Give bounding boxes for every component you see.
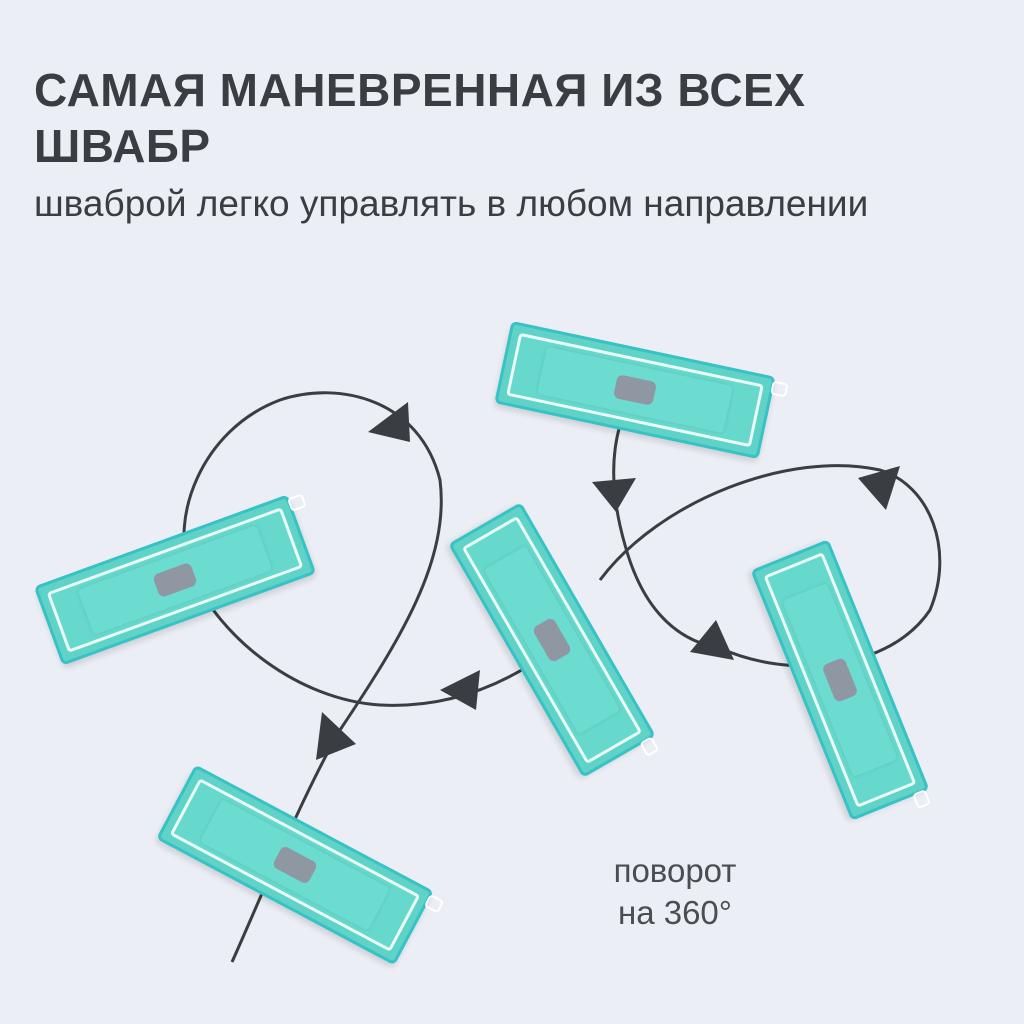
subheadline: шваброй легко управлять в любом направле… xyxy=(34,183,869,224)
arrow-icon xyxy=(440,670,480,710)
arrow-icon xyxy=(316,712,356,760)
motion-path-right xyxy=(598,424,942,668)
caption-line-1: поворот xyxy=(613,852,737,889)
arrow-icon xyxy=(368,402,410,442)
arrow-icon xyxy=(690,620,734,660)
arrow-icon xyxy=(858,466,900,510)
caption-line-2: на 360° xyxy=(617,894,732,931)
arrow-icon xyxy=(592,478,636,512)
headline: САМАЯ МАНЕВРЕННАЯ ИЗ ВСЕХ ШВАБР xyxy=(34,64,806,172)
rotation-caption: поворот на 360° xyxy=(580,850,770,934)
